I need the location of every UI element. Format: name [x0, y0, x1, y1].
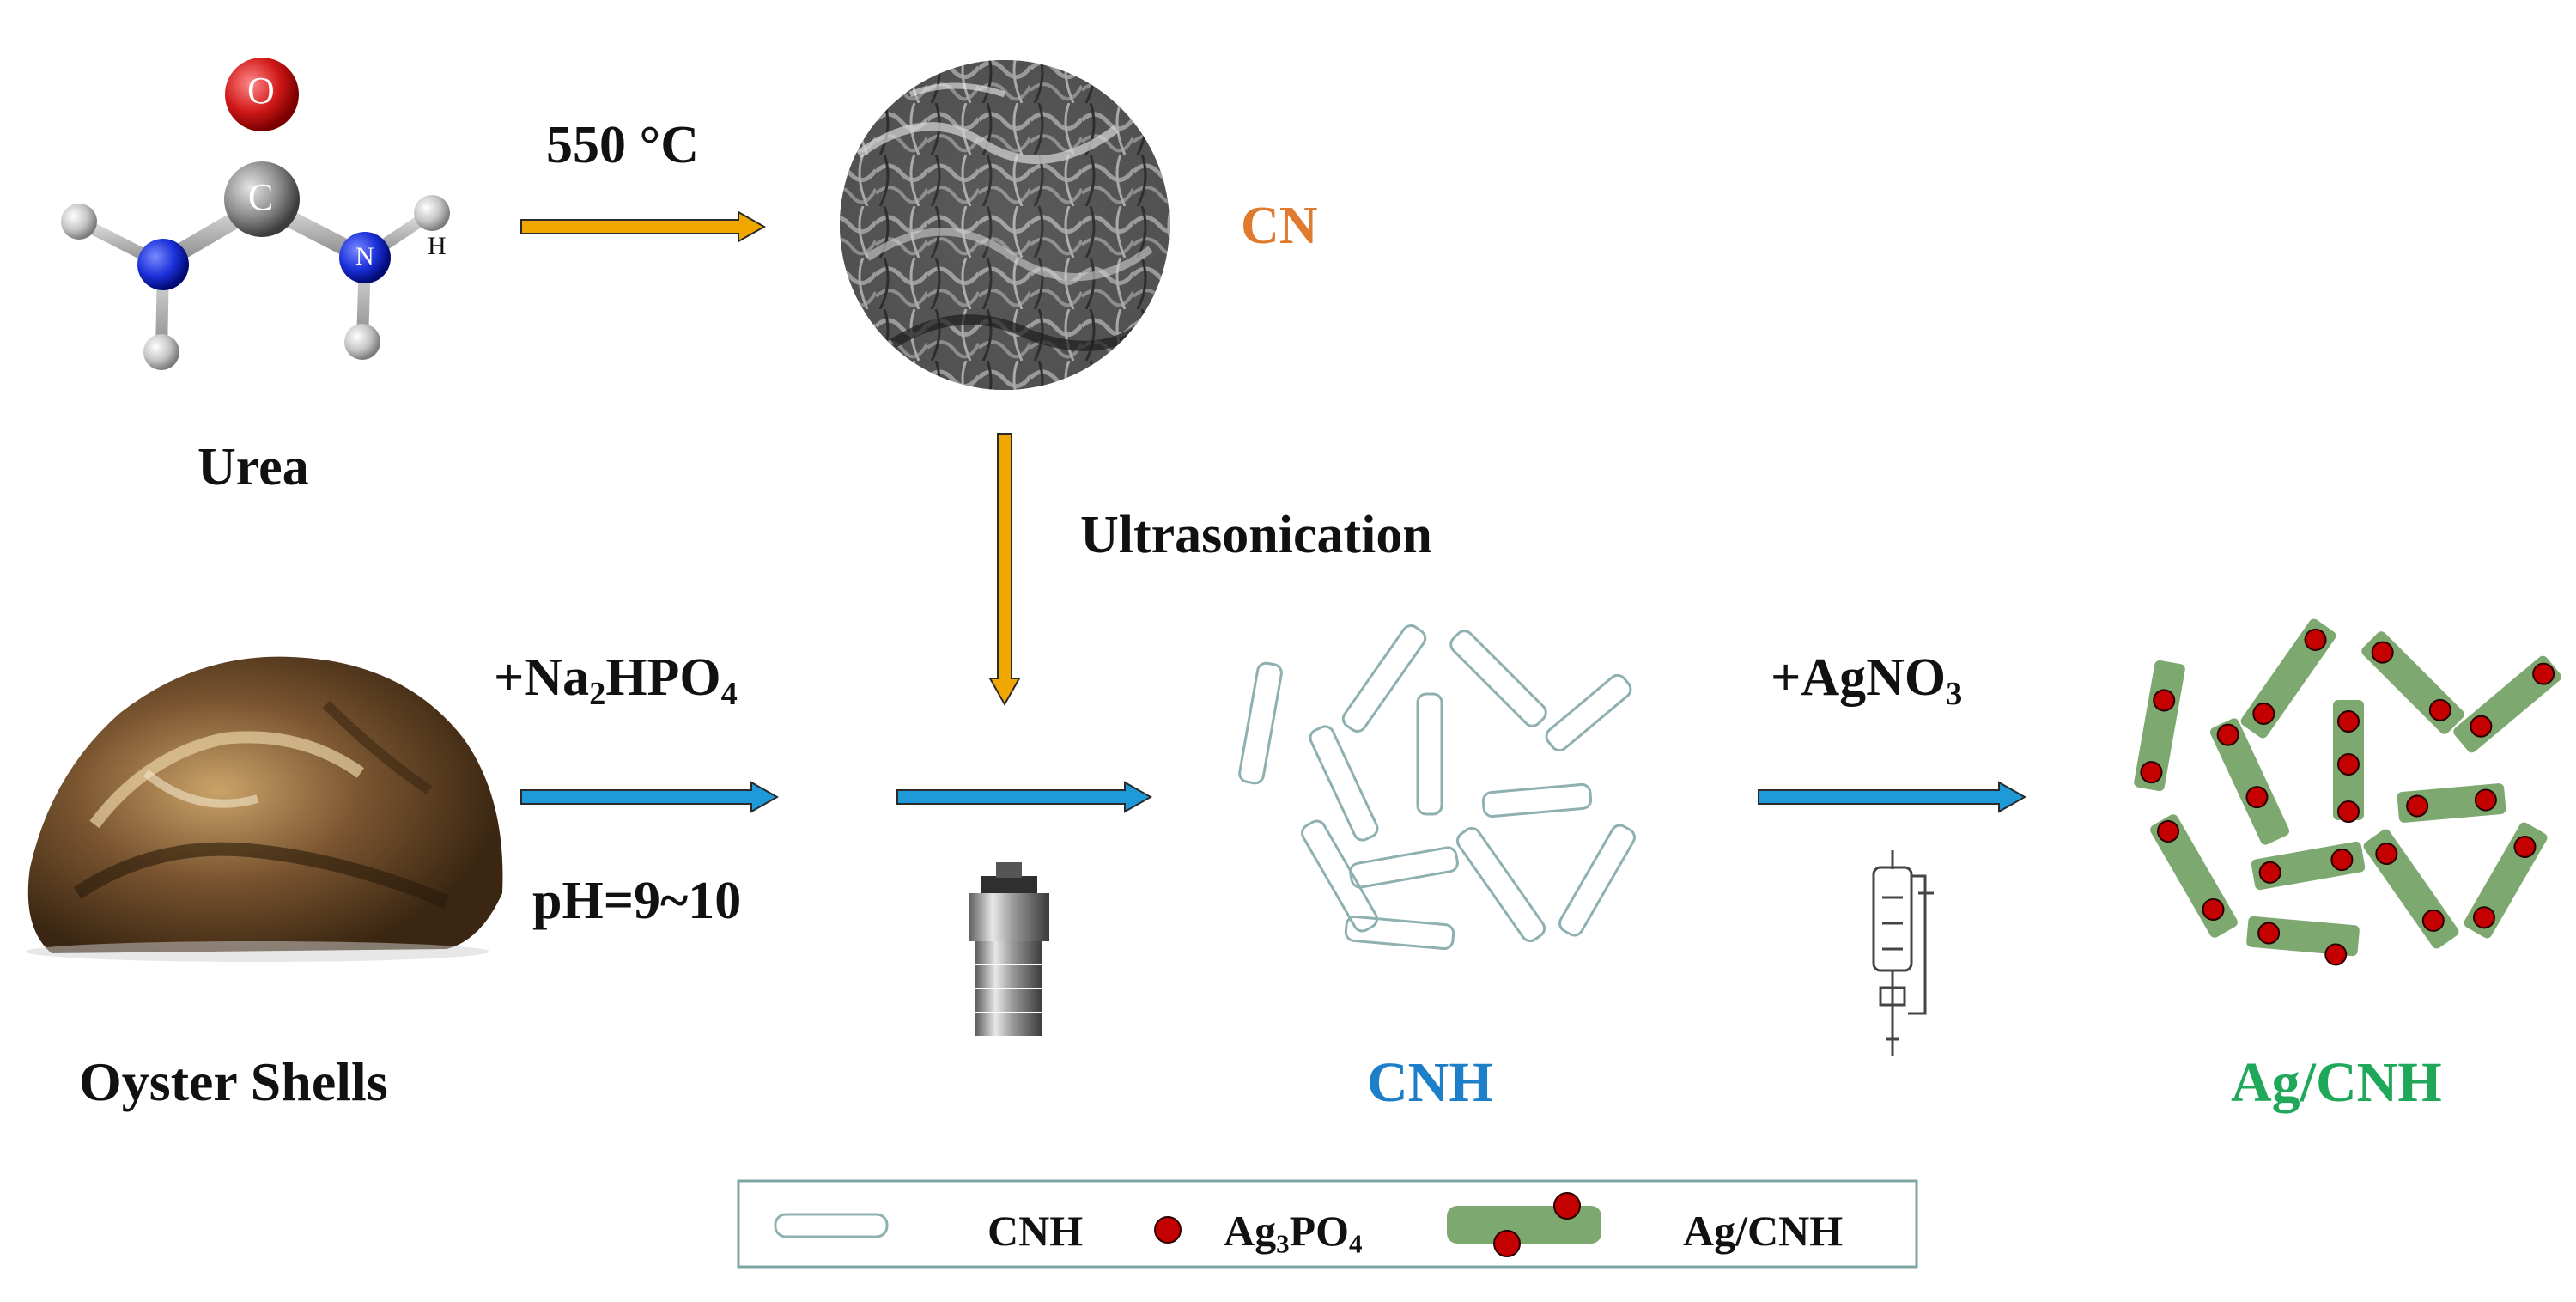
agcnh-rod-cluster	[2134, 618, 2561, 966]
cnh-rod	[1344, 915, 1455, 951]
urea-label: Urea	[197, 438, 309, 496]
legend-agcnh-label: Ag/CNH	[1683, 1207, 1844, 1255]
ag3po4-particle	[2330, 849, 2354, 872]
cnh-rod	[1558, 824, 1636, 937]
hydrogen-atom	[344, 324, 380, 360]
ag3po4-particle	[2337, 753, 2360, 776]
ag3po4-particle	[2258, 861, 2281, 884]
legend-box	[737, 1179, 1918, 1269]
agcnh-rod	[2453, 655, 2561, 753]
reflux-apparatus-image	[1872, 850, 1934, 1056]
cnh-rod	[1449, 630, 1547, 727]
arrow-oyster-right	[520, 781, 780, 813]
agcnh-rod	[2464, 822, 2548, 939]
agcnh-rod	[2251, 841, 2366, 891]
cnh-rod	[1545, 673, 1632, 752]
ag3po4-particle	[2216, 723, 2239, 746]
oyster-shell-image	[26, 656, 503, 962]
ag3po4-particle	[2371, 641, 2394, 664]
arrow-cn-down	[988, 433, 1021, 707]
cnh-rod	[1481, 782, 1593, 818]
agno3-label: +AgNO3	[1771, 648, 1963, 712]
ph-label: pH=9~10	[532, 872, 742, 930]
ultrasonication-label: Ultrasonication	[1080, 506, 1432, 564]
ag3po4-particle	[2202, 897, 2225, 921]
hydrogen-atom	[61, 204, 97, 240]
agcnh-rod	[2150, 814, 2238, 938]
na2hpo4-label: +Na2HPO4	[494, 648, 738, 712]
arrow-urea-to-cn	[520, 210, 767, 243]
agcnh-rod	[2240, 618, 2336, 739]
ag3po4-particle	[2337, 710, 2360, 733]
ag3po4-particle	[2252, 702, 2275, 725]
agcnh-rod	[2333, 700, 2364, 823]
ag3po4-particle	[2337, 800, 2360, 823]
ag3po4-particle	[2421, 909, 2445, 932]
oxygen-atom	[225, 58, 299, 131]
agcnh-label: Ag/CNH	[2231, 1051, 2442, 1114]
ag3po4-particle	[2532, 662, 2555, 685]
legend-cnh-symbol	[774, 1213, 889, 1238]
ag3po4-particle	[2153, 689, 2176, 712]
nitrogen-atom	[137, 239, 189, 290]
ag3po4-particle	[2428, 698, 2451, 721]
ag3po4-particle	[2304, 628, 2327, 651]
cnh-rod	[1238, 661, 1283, 785]
agcnh-rod	[2363, 829, 2459, 949]
ag3po4-particle	[2474, 788, 2497, 812]
ag3po4-particle	[2324, 943, 2348, 966]
urea-molecule	[61, 58, 450, 370]
cnh-rod	[1416, 692, 1443, 816]
ag3po4-particle	[2470, 715, 2493, 738]
agcnh-rod	[2134, 660, 2185, 792]
autoclave-image	[969, 862, 1049, 1036]
ag3po4-particle	[2257, 922, 2281, 945]
agcnh-rod	[2397, 783, 2506, 823]
ag3po4-particle	[2513, 836, 2537, 859]
arrow-to-cnh	[896, 781, 1153, 813]
legend-cnh-label: CNH	[987, 1207, 1084, 1255]
oyster-shells-label: Oyster Shells	[79, 1051, 388, 1112]
legend-agcnh-symbol	[1447, 1192, 1601, 1257]
atom-n-letter: N	[355, 242, 374, 271]
ag3po4-particle	[2245, 786, 2269, 809]
cnh-rod-cluster	[1238, 624, 1636, 951]
cn-label: CN	[1241, 197, 1318, 255]
cn-sem-image	[840, 60, 1170, 390]
hydrogen-atom	[414, 195, 450, 231]
agcnh-rod	[2246, 916, 2360, 966]
process-arrows	[520, 210, 2027, 813]
ag3po4-particle	[2473, 906, 2495, 929]
cnh-rod	[1349, 846, 1459, 889]
cnh-rod	[1455, 826, 1546, 943]
atom-o-letter: O	[247, 70, 275, 112]
ag3po4-particle	[2406, 794, 2429, 818]
agcnh-rod	[2361, 631, 2464, 734]
cnh-label: CNH	[1367, 1051, 1493, 1114]
ag3po4-particle	[2157, 820, 2179, 843]
legend-ag3po4-label: Ag3PO4	[1224, 1207, 1363, 1259]
temperature-label: 550 °C	[546, 116, 700, 174]
carbon-atom	[224, 161, 300, 237]
atom-c-letter: C	[248, 176, 274, 218]
ag3po4-particle	[2375, 843, 2398, 866]
nitrogen-atom	[339, 232, 391, 283]
cnh-rod	[1309, 725, 1379, 842]
arrow-to-agcnh	[1758, 781, 2027, 813]
cnh-rod	[1341, 624, 1427, 733]
hydrogen-atom	[143, 334, 179, 370]
ag3po4-particle	[2140, 761, 2163, 784]
agcnh-rod	[2209, 718, 2290, 845]
atom-h-letter: H	[428, 232, 447, 260]
legend-ag3po4-symbol	[1154, 1216, 1182, 1244]
